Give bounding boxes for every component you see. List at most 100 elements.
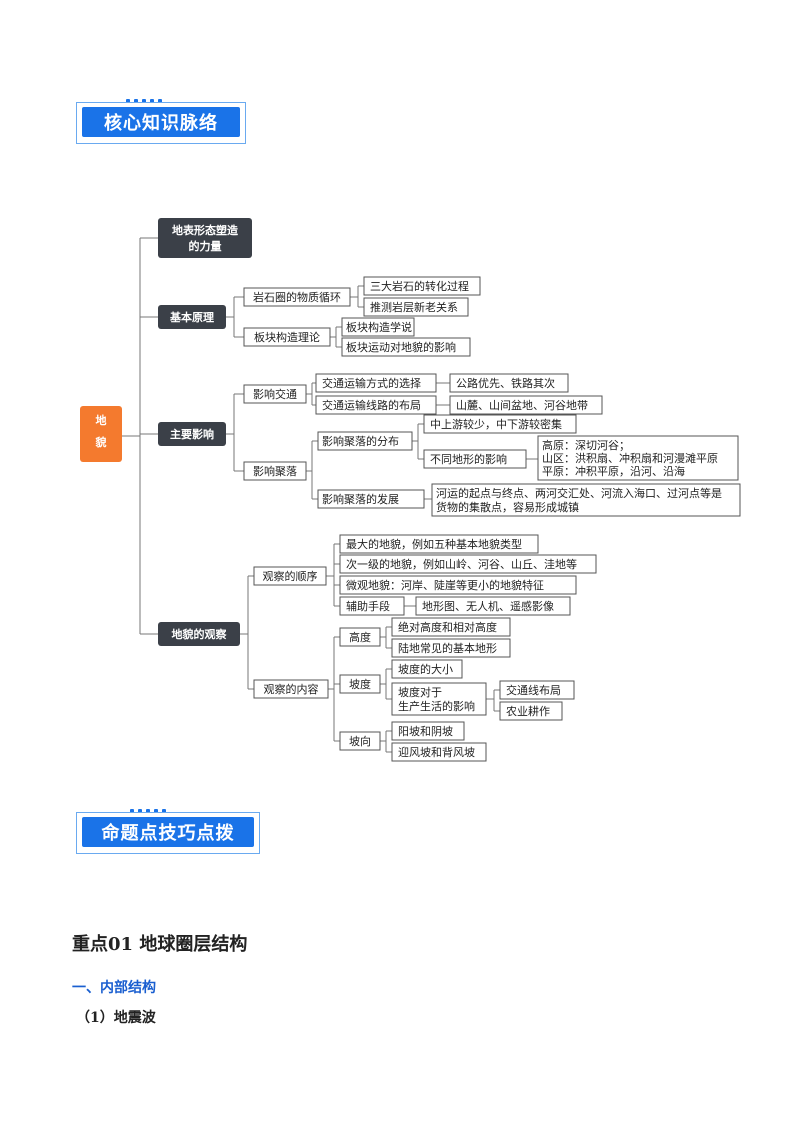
node-rock-cycle-label: 岩石圈的物质循环	[253, 290, 341, 304]
node-aid: 辅助手段	[339, 596, 405, 616]
node-slope-size: 坡度的大小	[391, 659, 463, 679]
node-plate-item-2: 板块运动对地貌的影响	[341, 337, 471, 357]
node-slope-effect-item-2-label: 农业耕作	[506, 704, 550, 718]
node-dist-mid-lower: 中上游较少，中下游较密集	[423, 414, 577, 434]
node-dist-terrain: 不同地形的影响	[423, 449, 527, 469]
node-rock-item-1: 三大岩石的转化过程	[363, 276, 481, 296]
banner-dots	[130, 809, 166, 813]
node-slope-effect-line-1: 坡度对于	[398, 685, 442, 699]
node-rock-item-2-label: 推测岩层新老关系	[370, 300, 458, 314]
connectors	[122, 237, 538, 753]
node-slope-effect-item-2: 农业耕作	[499, 701, 563, 721]
node-plate-item-2-label: 板块运动对地貌的影响	[346, 340, 456, 354]
node-aspect-label: 坡向	[349, 734, 371, 748]
node-dist-terrain-detail: 高原：深切河谷； 山区：洪积扇、冲积扇和河漫滩平原 平原：冲积平原，沿河、沿海	[537, 435, 739, 481]
node-distribution-label: 影响聚落的分布	[322, 434, 399, 448]
subsubsection-heading: （1）地震波	[76, 1010, 156, 1026]
node-plate-label: 板块构造理论	[254, 330, 320, 344]
node-forces: 地表形态塑造 的力量	[158, 218, 252, 258]
section-heading: 重点01 地球圈层结构	[72, 934, 248, 955]
node-aspect-item-1: 阳坡和阴坡	[391, 721, 465, 741]
node-development-label: 影响聚落的发展	[322, 492, 399, 506]
node-dist-terrain-detail-line-3: 平原：冲积平原，沿河、沿海	[542, 464, 685, 478]
node-aid-detail: 地形图、无人机、遥感影像	[415, 596, 571, 616]
node-impacts: 主要影响	[158, 422, 226, 446]
node-traffic-label: 影响交通	[253, 387, 297, 401]
node-order-item-3-label: 微观地貌：河岸、陡崖等更小的地貌特征	[346, 578, 544, 592]
node-slope-label: 坡度	[349, 677, 371, 691]
subsection-heading: 一、内部结构	[72, 980, 156, 996]
node-aspect-item-2-label: 迎风坡和背风坡	[398, 745, 475, 759]
node-traffic: 影响交通	[243, 384, 307, 404]
node-traffic-mode-detail-label: 公路优先、铁路其次	[456, 376, 555, 390]
node-traffic-mode-detail: 公路优先、铁路其次	[449, 373, 569, 393]
node-slope-effect-line-2: 生产生活的影响	[398, 699, 475, 713]
node-distribution: 影响聚落的分布	[317, 431, 413, 451]
node-settlement-label: 影响聚落	[253, 465, 297, 478]
banner-label: 命题点技巧点拨	[82, 817, 254, 847]
section-banner-core: 核心知识脉络	[76, 96, 246, 144]
banner-dots	[126, 99, 162, 103]
node-order-label: 观察的顺序	[263, 569, 318, 583]
node-development: 影响聚落的发展	[317, 489, 425, 509]
node-plate-item-1-label: 板块构造学说	[346, 320, 412, 334]
node-slope-effect-item-1: 交通线布局	[499, 680, 575, 700]
node-slope-effect-item-1-label: 交通线布局	[506, 683, 561, 697]
node-plate: 板块构造理论	[243, 327, 331, 347]
node-traffic-route-detail-label: 山麓、山间盆地、河谷地带	[456, 398, 588, 412]
node-order: 观察的顺序	[253, 566, 327, 586]
node-rock-cycle: 岩石圈的物质循环	[243, 287, 351, 307]
node-order-item-2: 次一级的地貌，例如山岭、河谷、山丘、洼地等	[339, 554, 597, 574]
node-slope: 坡度	[339, 674, 381, 694]
root-label-2: 貌	[95, 435, 107, 449]
node-traffic-route-detail: 山麓、山间盆地、河谷地带	[449, 395, 603, 415]
node-dist-mid-lower-label: 中上游较少，中下游较密集	[430, 417, 562, 431]
node-principles: 基本原理	[158, 305, 226, 329]
banner-label: 核心知识脉络	[82, 107, 240, 137]
node-principles-label: 基本原理	[169, 310, 214, 324]
node-observe: 地貌的观察	[158, 622, 240, 646]
node-order-item-2-label: 次一级的地貌，例如山岭、河谷、山丘、洼地等	[346, 557, 577, 571]
node-development-detail: 河运的起点与终点、两河交汇处、河流入海口、过河点等是 货物的集散点，容易形成城镇	[431, 483, 741, 517]
node-development-detail-line-2: 货物的集散点，容易形成城镇	[436, 500, 579, 514]
node-traffic-route: 交通运输线路的布局	[315, 395, 437, 415]
node-dist-terrain-label: 不同地形的影响	[430, 452, 507, 466]
node-order-item-1-label: 最大的地貌，例如五种基本地貌类型	[346, 537, 522, 551]
node-impacts-label: 主要影响	[170, 427, 214, 441]
node-height-item-1: 绝对高度和相对高度	[391, 617, 511, 637]
node-height-label: 高度	[349, 630, 371, 644]
node-content-label: 观察的内容	[264, 682, 319, 696]
node-slope-effect: 坡度对于 生产生活的影响	[391, 682, 487, 716]
node-aspect-item-1-label: 阳坡和阴坡	[398, 725, 453, 738]
node-dist-terrain-detail-line-1: 高原：深切河谷；	[542, 438, 630, 452]
node-aspect-item-2: 迎风坡和背风坡	[391, 742, 487, 762]
node-development-detail-line-1: 河运的起点与终点、两河交汇处、河流入海口、过河点等是	[436, 486, 722, 500]
node-forces-label-2: 的力量	[189, 239, 222, 253]
banner-frame	[76, 102, 246, 144]
node-aid-detail-label: 地形图、无人机、遥感影像	[422, 599, 554, 613]
node-aid-label: 辅助手段	[346, 599, 390, 613]
node-aspect: 坡向	[339, 731, 381, 751]
node-observe-label: 地貌的观察	[172, 627, 228, 641]
node-traffic-route-label: 交通运输线路的布局	[322, 398, 421, 412]
node-forces-label-1: 地表形态塑造	[172, 223, 239, 237]
node-settlement: 影响聚落	[243, 461, 307, 481]
node-plate-item-1: 板块构造学说	[341, 317, 415, 337]
node-order-item-1: 最大的地貌，例如五种基本地貌类型	[339, 534, 539, 554]
node-order-item-3: 微观地貌：河岸、陡崖等更小的地貌特征	[339, 575, 577, 595]
node-rock-item-2: 推测岩层新老关系	[363, 297, 469, 317]
node-height-item-1-label: 绝对高度和相对高度	[398, 620, 497, 634]
node-traffic-mode-label: 交通运输方式的选择	[322, 376, 421, 390]
root-node: 地 貌	[80, 406, 122, 462]
node-dist-terrain-detail-line-2: 山区：洪积扇、冲积扇和河漫滩平原	[542, 451, 718, 465]
node-height-item-2-label: 陆地常见的基本地形	[398, 641, 497, 655]
root-label-1: 地	[96, 413, 107, 427]
node-rock-item-1-label: 三大岩石的转化过程	[370, 279, 469, 293]
mind-map: 地 貌 地表形态塑造 的力量 基本原理 主要影响 地貌的观察 岩石圈的物质循环 …	[80, 218, 741, 762]
node-traffic-mode: 交通运输方式的选择	[315, 373, 437, 393]
node-height: 高度	[339, 627, 381, 647]
node-height-item-2: 陆地常见的基本地形	[391, 638, 511, 658]
banner-frame	[76, 812, 260, 854]
node-content: 观察的内容	[253, 679, 329, 699]
node-slope-size-label: 坡度的大小	[398, 662, 453, 676]
